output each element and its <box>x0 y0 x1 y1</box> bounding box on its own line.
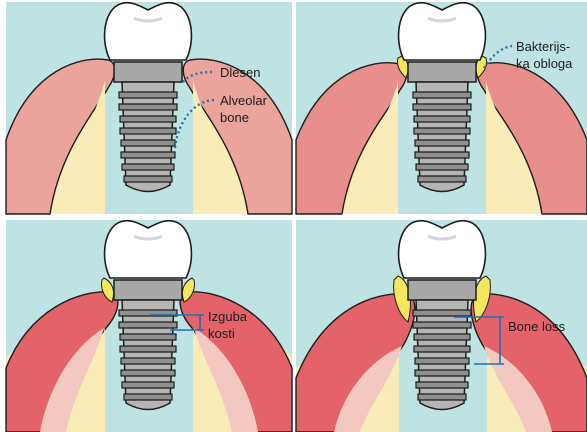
crown <box>399 221 486 278</box>
panel-healthy: Dlesen Alveolar bone <box>6 2 292 214</box>
gum-label: Dlesen <box>220 65 260 80</box>
loss-label-line2: kosti <box>208 326 235 341</box>
panel-bone-loss-advanced: Bone loss <box>296 220 587 432</box>
loss-label: Bone loss <box>508 319 566 334</box>
crown <box>399 3 486 60</box>
crown <box>105 221 192 278</box>
panel-plaque: Bakterijs- ka obloga <box>296 2 587 214</box>
bone-label-line1: Alveolar <box>220 93 268 108</box>
loss-label-line1: Izguba <box>208 309 248 324</box>
crown <box>105 3 192 60</box>
plaque-label-line1: Bakterijs- <box>516 39 570 54</box>
panel-bone-loss-early: Izguba kosti <box>6 220 292 432</box>
bone-label-line2: bone <box>220 110 249 125</box>
plaque-label-line2: ka obloga <box>516 56 573 71</box>
